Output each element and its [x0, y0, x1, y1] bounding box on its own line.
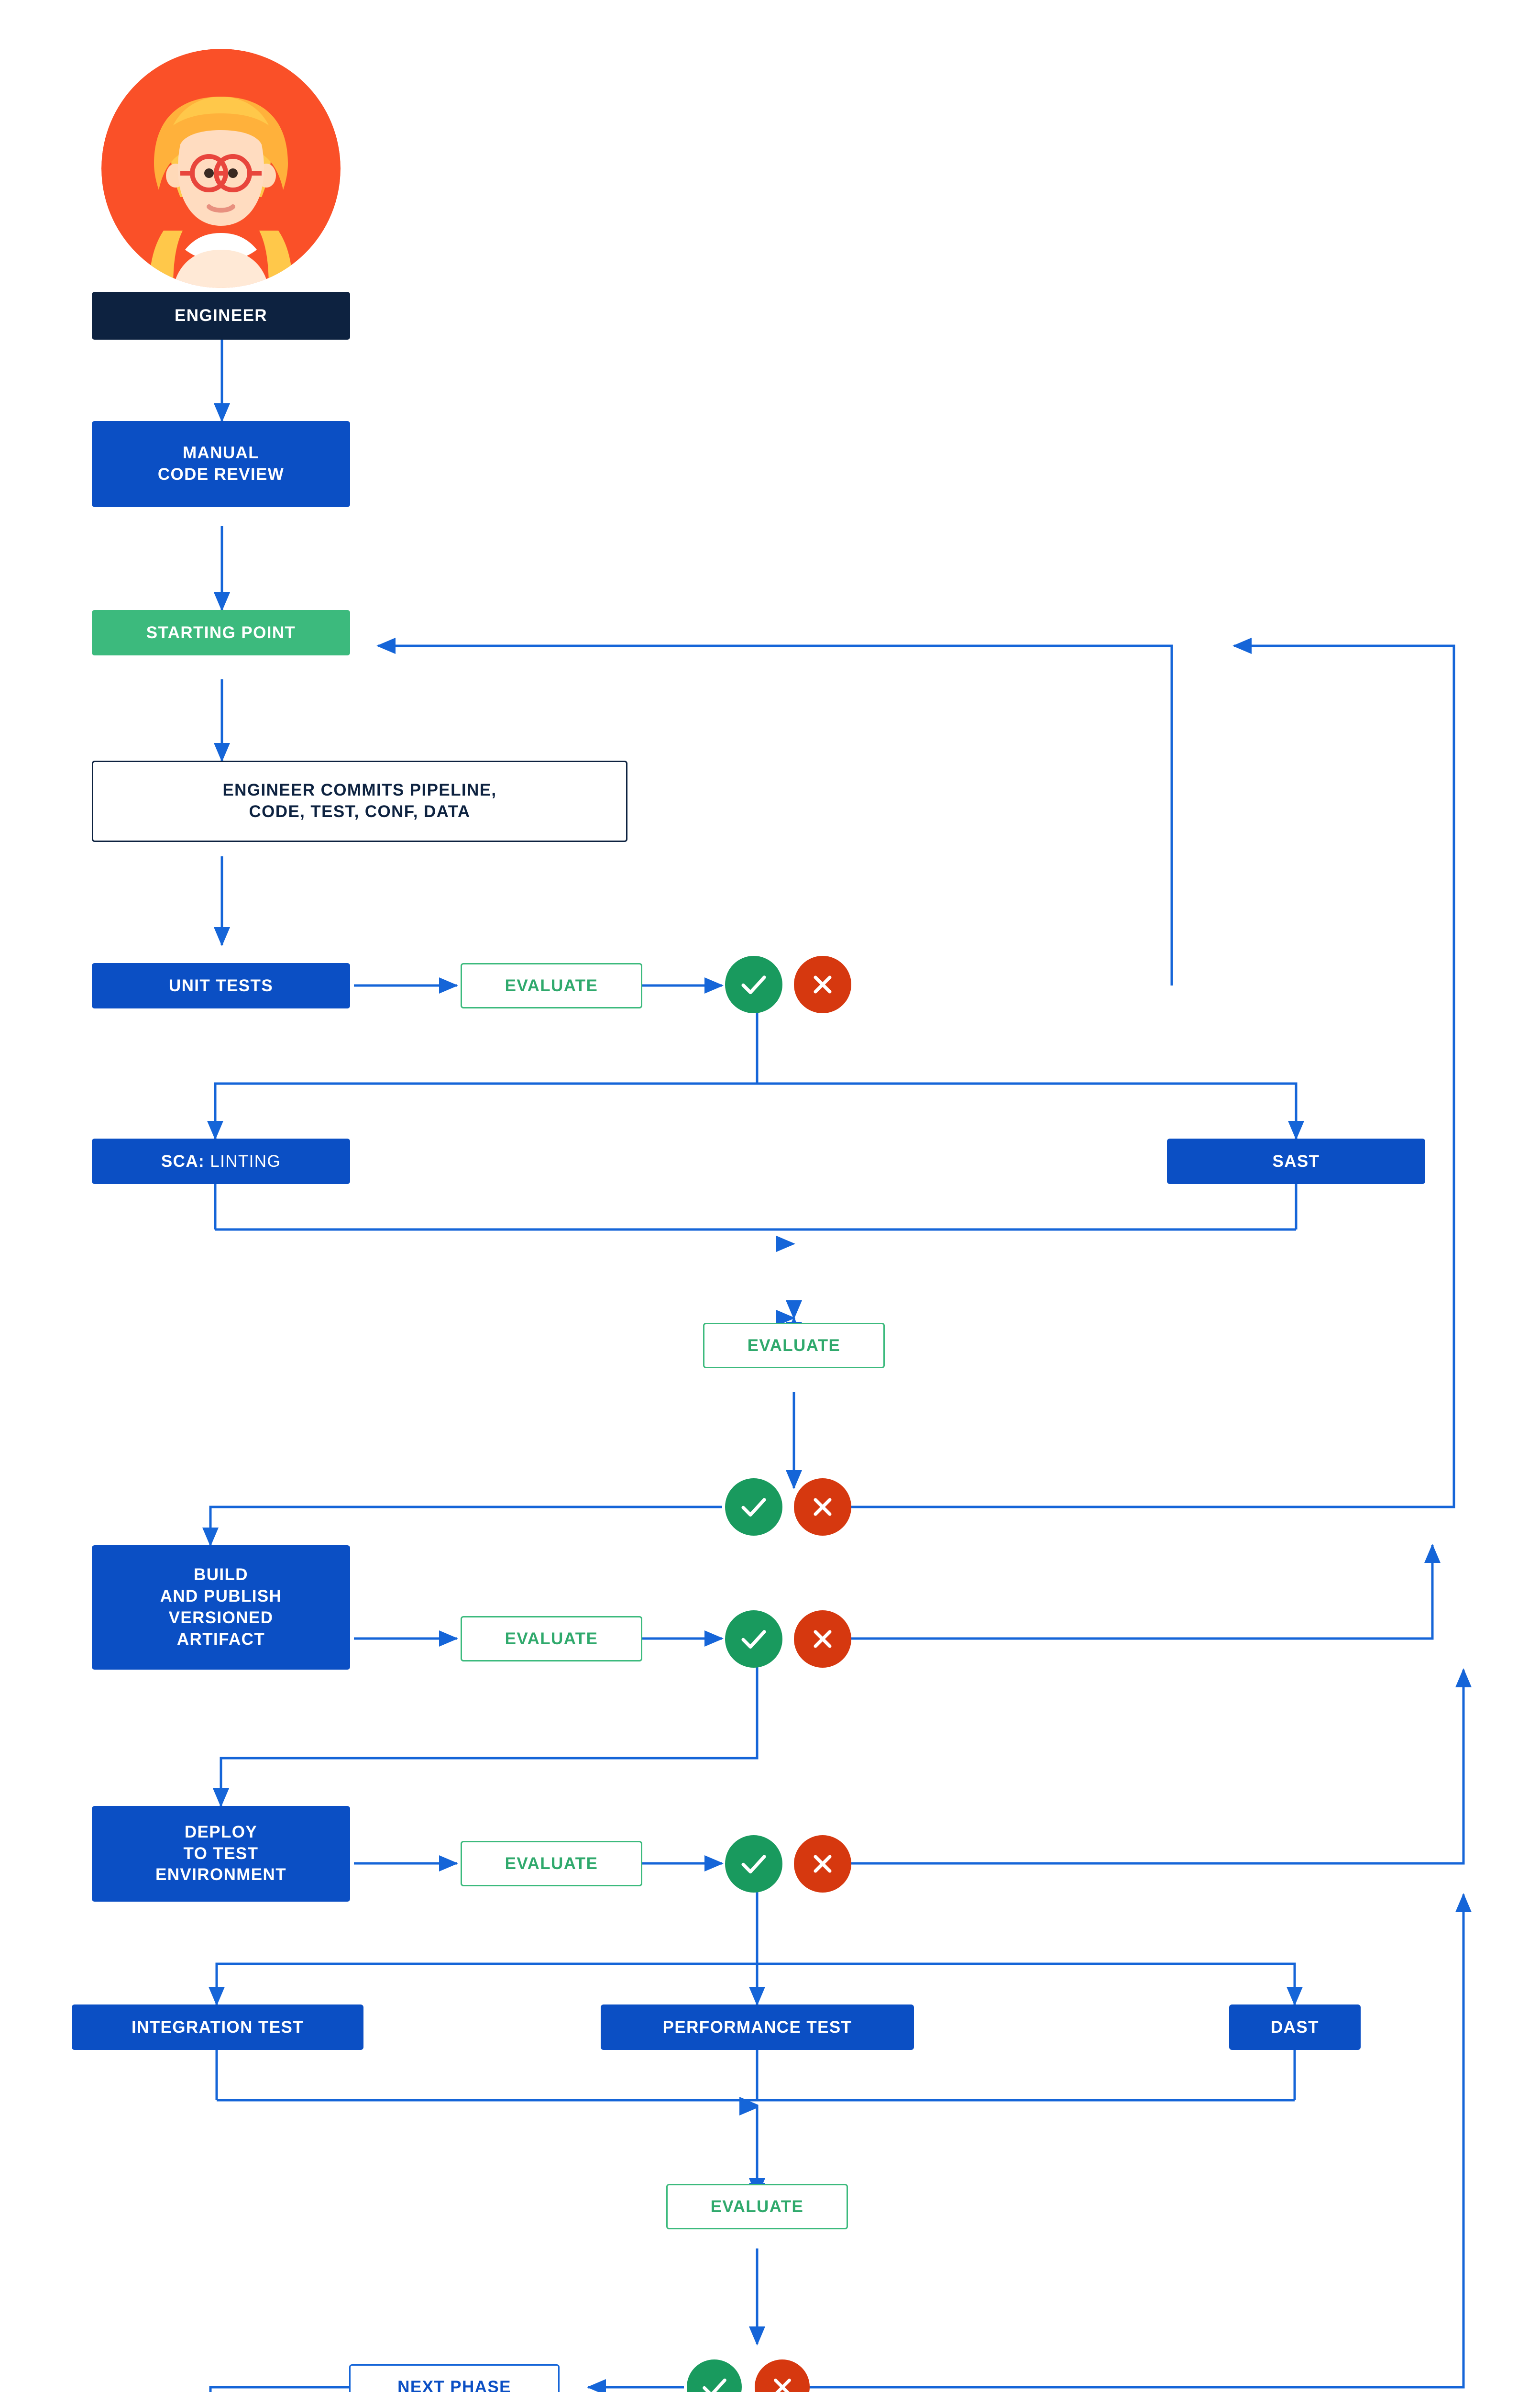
node-evaluate-1[interactable]: EVALUATE — [461, 963, 642, 1008]
node-performance-test[interactable]: PERFORMANCE TEST — [601, 2004, 914, 2050]
check-icon — [741, 1855, 766, 1874]
node-performance-test-label: PERFORMANCE TEST — [662, 2017, 852, 2037]
node-manual-code-review-line1: MANUAL — [182, 443, 260, 463]
x-icon — [814, 1855, 832, 1873]
node-starting-point[interactable]: STARTING POINT — [92, 610, 350, 655]
engineer-avatar — [101, 49, 341, 288]
badge-fail-3[interactable] — [794, 1610, 851, 1668]
node-next-phase-label: NEXT PHASE — [397, 2377, 511, 2392]
node-integration-test[interactable]: INTEGRATION TEST — [72, 2004, 363, 2050]
check-icon — [741, 1630, 766, 1649]
node-evaluate-4-label: EVALUATE — [505, 1854, 598, 1873]
check-icon — [702, 2378, 726, 2392]
badge-pass-1[interactable] — [725, 956, 782, 1013]
node-build-line4: ARTIFACT — [176, 1629, 265, 1649]
node-engineer-commits[interactable]: ENGINEER COMMITS PIPELINE, CODE, TEST, C… — [92, 761, 627, 842]
badge-pass-3[interactable] — [725, 1610, 782, 1668]
badge-fail-4[interactable] — [794, 1835, 851, 1893]
badge-fail-5[interactable] — [755, 2359, 810, 2392]
node-sca-linting-label: SCA: LINTING — [161, 1152, 281, 1171]
node-sca-rest: LINTING — [205, 1152, 281, 1171]
x-icon — [773, 2378, 791, 2392]
node-deploy-line3: ENVIRONMENT — [155, 1865, 287, 1884]
node-build-publish-artifact[interactable]: BUILD AND PUBLISH VERSIONED ARTIFACT — [92, 1545, 350, 1670]
node-engineer-label: ENGINEER — [174, 306, 267, 325]
node-unit-tests[interactable]: UNIT TESTS — [92, 963, 350, 1008]
node-evaluate-3-label: EVALUATE — [505, 1629, 598, 1648]
node-engineer[interactable]: ENGINEER — [92, 292, 350, 340]
node-next-phase[interactable]: NEXT PHASE — [349, 2364, 560, 2392]
node-manual-code-review[interactable]: MANUAL CODE REVIEW — [92, 421, 350, 507]
node-evaluate-1-label: EVALUATE — [505, 976, 598, 995]
node-build-line1: BUILD — [194, 1565, 248, 1584]
node-sast-label: SAST — [1272, 1152, 1320, 1171]
node-engineer-commits-line2: CODE, TEST, CONF, DATA — [249, 802, 471, 821]
check-icon — [741, 975, 766, 995]
badge-pass-5[interactable] — [687, 2359, 742, 2392]
x-icon — [814, 1630, 832, 1648]
node-manual-code-review-line2: CODE REVIEW — [157, 465, 285, 484]
badge-pass-2[interactable] — [725, 1478, 782, 1536]
check-icon — [741, 1498, 766, 1517]
node-evaluate-4[interactable]: EVALUATE — [461, 1841, 642, 1886]
badge-fail-2[interactable] — [794, 1478, 851, 1536]
node-sca-linting[interactable]: SCA: LINTING — [92, 1139, 350, 1184]
node-deploy-line1: DEPLOY — [184, 1822, 258, 1841]
node-deploy-line2: TO TEST — [183, 1844, 259, 1863]
node-engineer-commits-line1: ENGINEER COMMITS PIPELINE, — [222, 781, 497, 800]
node-sast[interactable]: SAST — [1167, 1139, 1425, 1184]
node-evaluate-2-label: EVALUATE — [747, 1336, 841, 1355]
node-dast-label: DAST — [1271, 2017, 1319, 2037]
node-dast[interactable]: DAST — [1229, 2004, 1361, 2050]
badge-fail-1[interactable] — [794, 956, 851, 1013]
node-deploy-test-environment[interactable]: DEPLOY TO TEST ENVIRONMENT — [92, 1806, 350, 1902]
x-icon — [814, 1498, 832, 1516]
node-evaluate-5[interactable]: EVALUATE — [666, 2184, 848, 2229]
node-evaluate-2[interactable]: EVALUATE — [703, 1323, 885, 1368]
node-evaluate-3[interactable]: EVALUATE — [461, 1616, 642, 1661]
node-build-line2: AND PUBLISH — [160, 1587, 282, 1606]
node-build-line3: VERSIONED — [168, 1608, 274, 1627]
node-integration-test-label: INTEGRATION TEST — [131, 2017, 304, 2037]
badge-pass-4[interactable] — [725, 1835, 782, 1893]
node-starting-point-label: STARTING POINT — [146, 623, 296, 642]
node-sca-prefix: SCA: — [161, 1152, 205, 1171]
node-unit-tests-label: UNIT TESTS — [168, 976, 274, 995]
node-evaluate-5-label: EVALUATE — [710, 2197, 804, 2216]
x-icon — [814, 975, 832, 994]
